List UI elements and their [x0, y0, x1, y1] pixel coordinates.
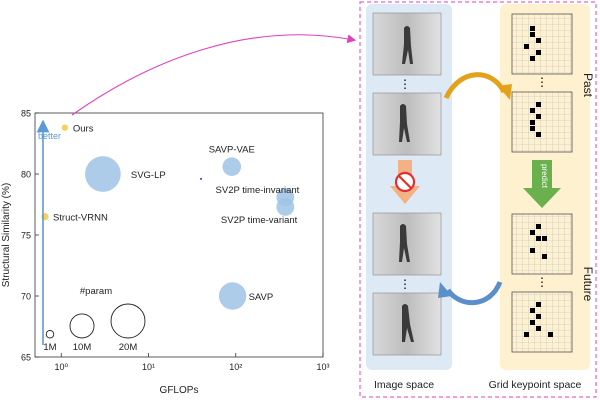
- image-space-label: Image space: [374, 379, 434, 391]
- plot-frame: [34, 112, 324, 358]
- data-point: [85, 156, 121, 192]
- param-legend-circle: [110, 303, 146, 339]
- ellipsis-image-future: ⋮: [399, 277, 411, 291]
- data-point: [61, 124, 69, 131]
- y-tick-label: 85: [21, 109, 31, 119]
- y-tick-label: 75: [21, 231, 31, 241]
- image-frame-past-1: [372, 12, 442, 76]
- decode-arrow: [445, 280, 503, 306]
- y-tick-label: 80: [21, 170, 31, 180]
- pipeline-diagram: ⋮ ⋮ ⋮: [359, 1, 597, 398]
- keypoint-grid-past-2: [511, 91, 573, 153]
- x-tick-label: 10⁰: [54, 362, 68, 372]
- decode-arrowhead: [438, 282, 452, 298]
- param-legend-label: 1M: [43, 342, 56, 353]
- x-axis-label: GFLOPs: [160, 385, 199, 396]
- point-label: SV2P time-variant: [221, 215, 298, 226]
- ours-connector-arrow: [71, 34, 357, 116]
- point-label: SAVP-VAE: [209, 145, 255, 156]
- diagram-border: [359, 1, 597, 398]
- encode-arrowhead: [498, 84, 512, 100]
- encode-arrow: [443, 72, 507, 100]
- keypoint-space-label: Grid keypoint space: [489, 379, 582, 391]
- image-frame-future-2: [372, 292, 442, 356]
- point-label: SV2P time-invariant: [216, 185, 300, 196]
- data-point: [276, 198, 295, 216]
- image-frame-past-2: [372, 92, 442, 156]
- keypoint-grid-future-2: [511, 291, 573, 353]
- predict-arrow: predict: [523, 160, 561, 208]
- point-label: Struct-VRNN: [53, 213, 108, 224]
- predict-label: predict: [540, 164, 549, 189]
- param-legend-label: 10M: [73, 342, 92, 353]
- data-point: [222, 157, 242, 176]
- blocked-arrow: [390, 160, 420, 204]
- ellipsis-image-past: ⋮: [399, 77, 411, 91]
- param-legend-circle: [69, 313, 95, 339]
- y-tick-label: 70: [21, 292, 31, 302]
- y-tick-label: 65: [21, 353, 31, 363]
- point-label: SAVP: [249, 292, 274, 303]
- param-legend-circle: [45, 329, 55, 339]
- x-tick-label: 10²: [229, 362, 242, 372]
- better-label: better: [38, 131, 61, 141]
- y-axis-label: Structural Similarity (%): [1, 183, 12, 287]
- ellipsis-grid-past: ⋮: [536, 75, 548, 89]
- x-tick-label: 10³: [316, 362, 329, 372]
- past-label: Past: [581, 73, 595, 98]
- future-label: Future: [581, 267, 595, 302]
- point-label: SVG-LP: [131, 170, 166, 181]
- image-frame-future-1: [372, 212, 442, 276]
- stray-marker: [200, 177, 203, 180]
- point-label: Ours: [73, 124, 94, 135]
- param-legend-title: #param: [80, 286, 112, 297]
- data-point: [218, 282, 247, 310]
- ellipsis-grid-future: ⋮: [536, 275, 548, 289]
- x-tick-label: 10¹: [142, 362, 155, 372]
- param-legend-label: 20M: [119, 342, 138, 353]
- keypoint-grid-future-1: [511, 213, 573, 275]
- keypoint-grid-past-1: [511, 13, 573, 75]
